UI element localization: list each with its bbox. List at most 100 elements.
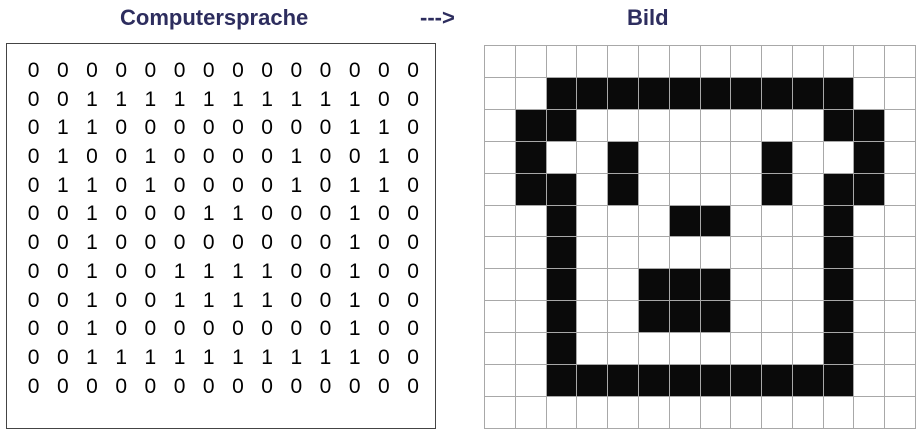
binary-digit: 0 — [261, 374, 273, 398]
binary-digit: 0 — [407, 374, 419, 398]
pixel-white — [577, 237, 608, 269]
pixel-white — [669, 109, 700, 141]
pixel-black — [669, 269, 700, 301]
pixel-white — [762, 205, 792, 237]
binary-digit: 1 — [202, 345, 215, 369]
pixel-white — [485, 237, 515, 269]
binary-digit: 0 — [27, 231, 40, 255]
pixel-black — [762, 141, 792, 173]
pixel-white — [762, 269, 792, 301]
binary-digit: 0 — [290, 288, 303, 312]
pixel-black — [608, 77, 638, 109]
binary-digit: 0 — [173, 317, 186, 341]
pixel-white — [546, 141, 577, 173]
binary-digit: 1 — [348, 231, 361, 255]
pixel-white — [700, 141, 731, 173]
pixel-white — [669, 397, 700, 428]
binary-digit: 1 — [232, 87, 244, 111]
binary-digit: 0 — [144, 202, 157, 226]
binary-digit: 0 — [378, 59, 390, 82]
binary-digit: 0 — [27, 345, 40, 369]
binary-digit: 1 — [232, 202, 244, 226]
pixel-black — [638, 301, 669, 333]
pixel-white — [731, 46, 762, 77]
pixel-white — [608, 46, 638, 77]
binary-digit: 0 — [378, 345, 390, 369]
binary-digit: 0 — [173, 59, 186, 82]
pixel-white — [577, 333, 608, 365]
pixel-black — [854, 141, 885, 173]
binary-digit: 1 — [378, 116, 390, 140]
pixel-black — [577, 77, 608, 109]
binary-digit: 0 — [173, 145, 186, 169]
pixel-white — [731, 269, 762, 301]
binary-digit: 1 — [173, 87, 186, 111]
binary-digit: 1 — [86, 231, 98, 255]
pixel-black — [700, 301, 731, 333]
pixel-white — [792, 237, 823, 269]
pixel-white — [608, 333, 638, 365]
binary-digit: 1 — [56, 145, 69, 169]
pixel-black — [823, 237, 854, 269]
binary-digit: 0 — [27, 173, 40, 197]
pixel-white — [731, 397, 762, 428]
pixel-white — [731, 301, 762, 333]
binary-digit: 1 — [232, 345, 244, 369]
binary-digit: 0 — [232, 116, 244, 140]
pixel-black — [669, 365, 700, 397]
computer-language-title: Computersprache — [120, 5, 309, 30]
pixel-white — [577, 301, 608, 333]
pixel-white — [762, 333, 792, 365]
binary-digit: 0 — [319, 173, 332, 197]
pixel-white — [485, 301, 515, 333]
pixel-white — [700, 333, 731, 365]
pixel-white — [608, 109, 638, 141]
image-title: Bild — [627, 5, 669, 30]
pixel-white — [885, 141, 915, 173]
pixel-white — [762, 397, 792, 428]
binary-digit: 1 — [290, 145, 303, 169]
binary-digit: 0 — [319, 116, 332, 140]
pixel-white — [485, 109, 515, 141]
pixel-white — [638, 397, 669, 428]
binary-digit: 0 — [173, 173, 186, 197]
binary-digit: 1 — [319, 345, 332, 369]
binary-digit: 1 — [261, 345, 273, 369]
binary-digit: 0 — [319, 145, 332, 169]
pixel-black — [731, 77, 762, 109]
pixel-white — [885, 301, 915, 333]
pixel-white — [638, 141, 669, 173]
pixel-white — [792, 397, 823, 428]
binary-digit: 1 — [378, 145, 390, 169]
binary-digit: 0 — [378, 231, 390, 255]
binary-digit: 1 — [290, 173, 303, 197]
binary-digit: 0 — [202, 59, 215, 82]
binary-digit: 0 — [115, 288, 127, 312]
binary-digit: 1 — [86, 87, 98, 111]
binary-digit: 1 — [56, 116, 69, 140]
pixel-white — [700, 173, 731, 205]
binary-digit: 0 — [407, 288, 419, 312]
pixel-white — [515, 269, 546, 301]
pixel-white — [854, 365, 885, 397]
binary-digit: 1 — [144, 145, 157, 169]
pixel-black — [823, 205, 854, 237]
binary-digit: 1 — [173, 345, 186, 369]
binary-digit: 0 — [407, 259, 419, 283]
pixel-black — [577, 365, 608, 397]
binary-digit: 0 — [115, 59, 127, 82]
binary-digit: 0 — [232, 231, 244, 255]
binary-digit: 0 — [232, 59, 244, 82]
pixel-black — [546, 301, 577, 333]
pixel-white — [885, 333, 915, 365]
pixel-white — [515, 333, 546, 365]
pixel-black — [823, 109, 854, 141]
binary-digit: 1 — [86, 116, 98, 140]
binary-digit: 0 — [56, 59, 69, 82]
